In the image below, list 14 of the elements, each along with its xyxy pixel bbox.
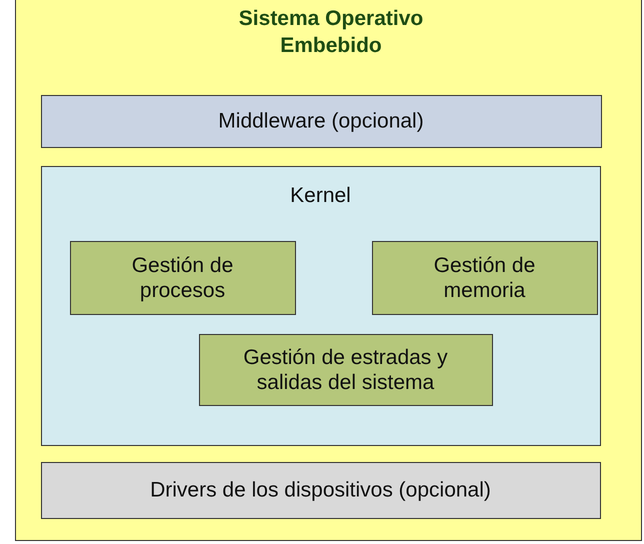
- module-label: Gestión de estradas y salidas del sistema: [242, 345, 449, 395]
- layer-band: [40, 462, 600, 518]
- module-box: [70, 241, 296, 315]
- module-label: Gestión de memoria: [432, 253, 536, 303]
- layer-label: Middleware (opcional): [217, 108, 425, 134]
- module-box: [372, 241, 598, 315]
- kernel-panel: [40, 166, 600, 446]
- layer-label: Drivers de los dispositivos (opcional): [149, 478, 492, 502]
- module-label: Gestión de procesos: [130, 253, 234, 303]
- section-heading: Kernel: [289, 182, 352, 208]
- module-box: [199, 334, 493, 406]
- container-heading: Sistema Operativo Embebido: [238, 6, 424, 59]
- system-container: [15, 0, 642, 541]
- layer-band: [40, 94, 602, 148]
